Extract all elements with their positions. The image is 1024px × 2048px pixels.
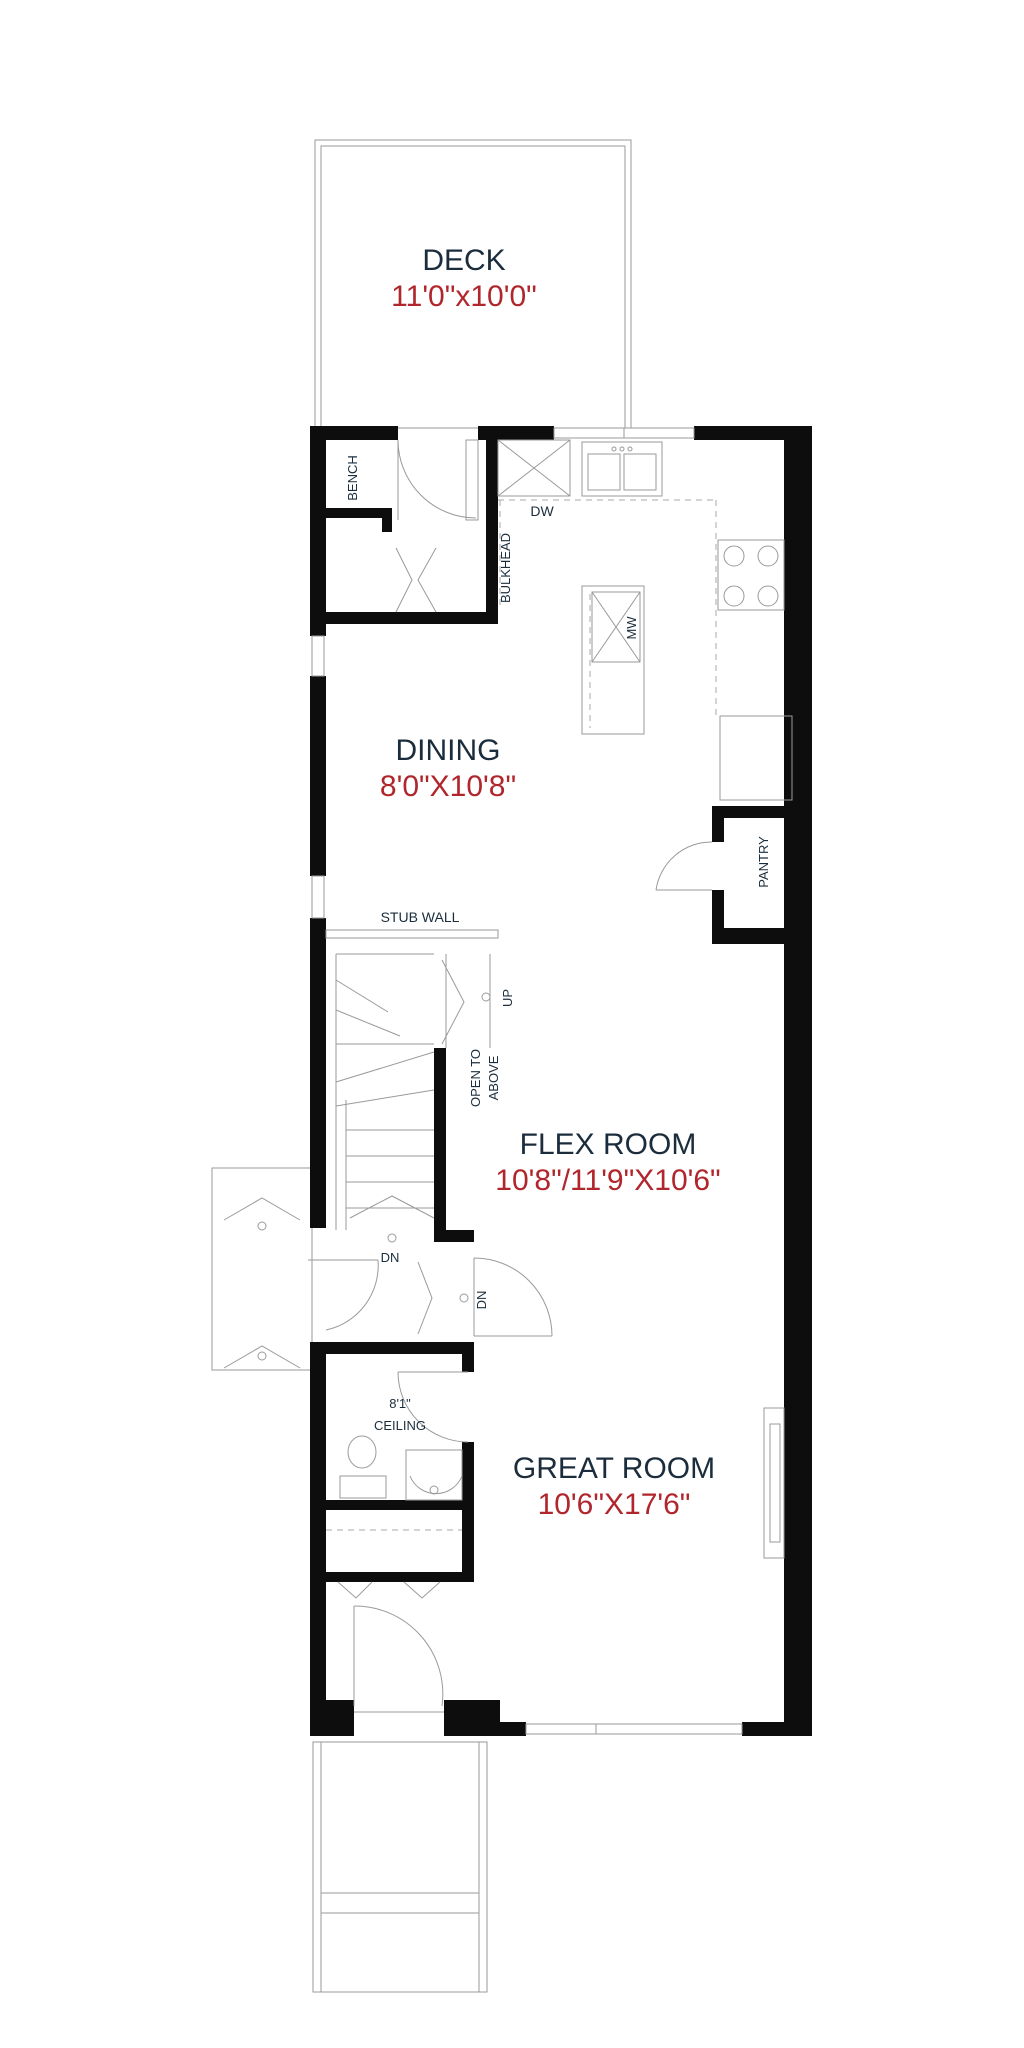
windows bbox=[311, 427, 785, 1735]
great-room-name: GREAT ROOM bbox=[513, 1452, 715, 1485]
front-porch bbox=[312, 1741, 488, 1993]
dining-name: DINING bbox=[396, 734, 501, 767]
dn-stairs-label: DN bbox=[381, 1250, 400, 1265]
open-to-above-label-1: OPEN TO bbox=[468, 1049, 483, 1107]
doors bbox=[308, 439, 713, 1713]
great-room-size: 10'6"X17'6" bbox=[538, 1488, 691, 1521]
annotations: BENCH DW BULKHEAD MW PANTRY STUB WALL UP… bbox=[345, 455, 771, 1433]
bulkhead-label: BULKHEAD bbox=[498, 533, 513, 603]
deck-name: DECK bbox=[422, 244, 505, 277]
powder-room bbox=[326, 1435, 463, 1531]
flex-room-name: FLEX ROOM bbox=[520, 1128, 697, 1161]
deck-size: 11'0"x10'0" bbox=[391, 280, 537, 313]
dining-size: 8'0"X10'8" bbox=[380, 770, 516, 803]
dw-label: DW bbox=[530, 503, 554, 519]
up-label: UP bbox=[500, 989, 515, 1007]
dn-landing-label: DN bbox=[474, 1291, 489, 1310]
room-labels: DECK 11'0"x10'0" DINING 8'0"X10'8" FLEX … bbox=[380, 244, 721, 1521]
mw-label: MW bbox=[624, 616, 639, 640]
exterior-walls bbox=[310, 426, 812, 1736]
kitchen bbox=[497, 439, 793, 801]
interior-walls bbox=[310, 440, 784, 1582]
side-well bbox=[211, 1167, 313, 1371]
flex-room-size: 10'8"/11'9"X10'6" bbox=[495, 1164, 720, 1197]
ceiling-height-label: 8'1" bbox=[389, 1396, 411, 1411]
stairs bbox=[325, 929, 499, 1335]
ceiling-label: CEILING bbox=[374, 1418, 426, 1433]
bench-label: BENCH bbox=[345, 455, 360, 501]
pantry-label: PANTRY bbox=[756, 836, 771, 888]
stub-wall-label: STUB WALL bbox=[381, 909, 460, 925]
deck bbox=[314, 139, 632, 429]
open-to-above-label-2: ABOVE bbox=[486, 1055, 501, 1100]
